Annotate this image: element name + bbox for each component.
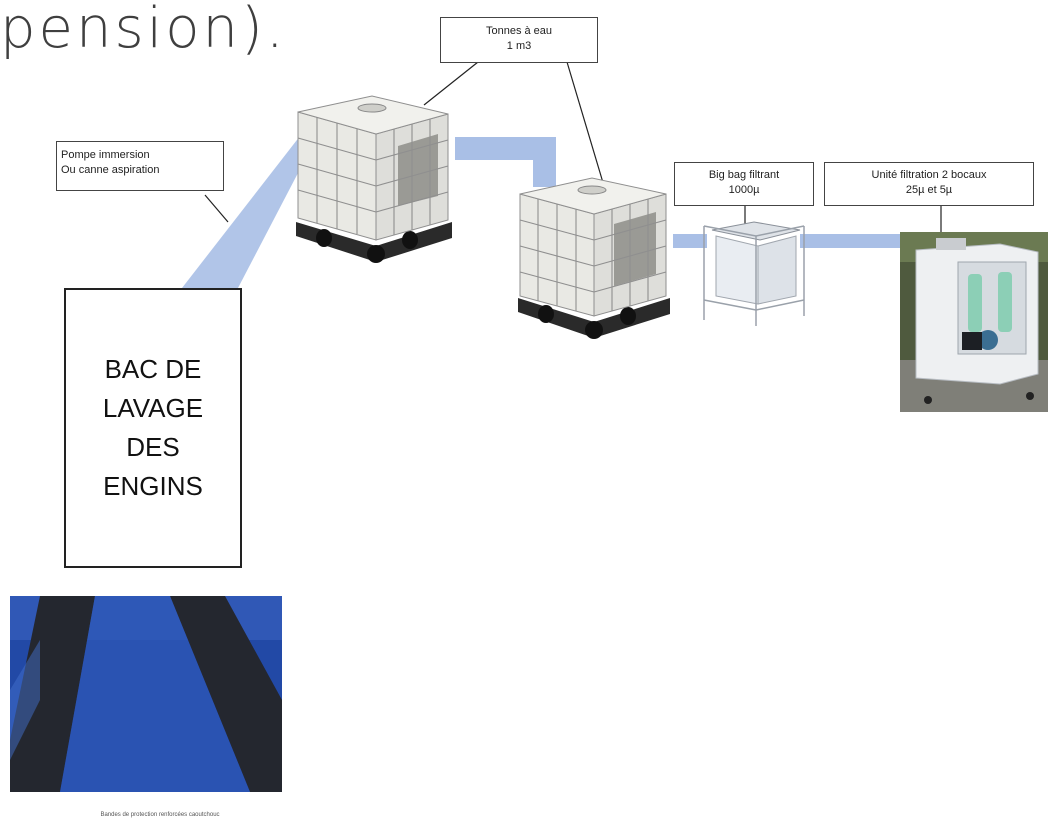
callout-line-tanks-2: [566, 61, 605, 187]
label-water-tanks: Tonnes à eau 1 m3: [440, 17, 598, 63]
tarp-photo-caption: Bandes de protection renforcées caoutcho…: [100, 812, 220, 818]
label-filtration-unit: Unité filtration 2 bocaux 25µ et 5µ: [824, 162, 1034, 206]
slide-title-fragment: pension).: [0, 0, 287, 61]
pipe-basin-to-tank1: [182, 136, 310, 288]
wash-basin-label: BAC DE LAVAGE DES ENGINS: [102, 354, 204, 501]
tarp-photo: [10, 596, 282, 792]
pipe-tank2-to-bigbag: [673, 234, 707, 248]
filtration-unit-photo: [900, 232, 1048, 412]
ibc-tank-2: [518, 177, 670, 339]
big-bag-filter: [703, 221, 805, 326]
callout-line-pump: [204, 194, 229, 223]
label-big-bag: Big bag filtrant 1000µ: [674, 162, 814, 206]
ibc-tank-1: [296, 95, 452, 263]
label-pump: Pompe immersion Ou canne aspiration: [56, 141, 224, 191]
pipe-tank1-to-tank2: [455, 137, 556, 187]
callout-line-tanks-1: [423, 61, 479, 106]
wash-basin-box: BAC DE LAVAGE DES ENGINS: [64, 288, 242, 568]
pipe-bigbag-to-filter: [800, 234, 905, 248]
